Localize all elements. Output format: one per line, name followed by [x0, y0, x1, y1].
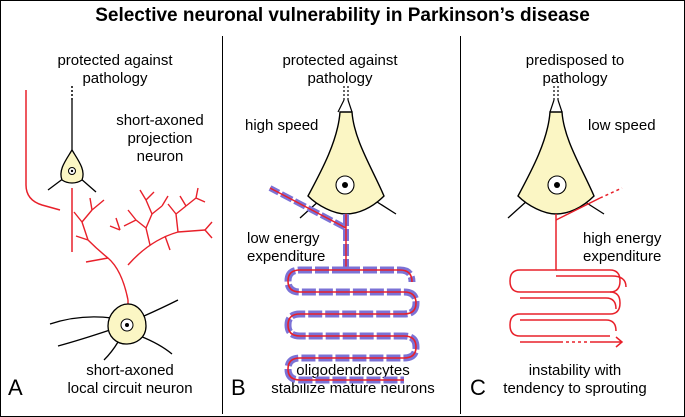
panel-a-local-neuron — [49, 299, 179, 361]
panel-b-bottom-line1: oligodendrocytes — [296, 362, 410, 379]
panel-a-bottom-line1: short-axoned — [86, 362, 174, 379]
panel-b-energy-line2: expenditure — [247, 248, 326, 265]
panel-c-speed-label: low speed — [588, 117, 656, 134]
panel-a-projection-label: short-axoned projection neuron — [95, 112, 225, 166]
panel-c-top-label-line2: pathology — [542, 70, 608, 87]
panel-c-bottom-line2: tendency to sprouting — [503, 380, 647, 397]
panel-b-energy-line1: low energy — [247, 230, 320, 247]
panel-a-top-label-line1: protected against — [57, 52, 173, 69]
panel-a-letter: A — [8, 375, 23, 400]
panel-a-drawing — [25, 86, 213, 361]
panel-c-drawing — [507, 86, 627, 348]
panel-a-local-arbor — [73, 187, 213, 301]
panel-c-bottom-line1: instability with — [528, 362, 622, 379]
panel-c-collateral — [555, 197, 601, 221]
panel-b-bottom-line2: stabilize mature neurons — [271, 380, 435, 397]
panel-c-energy-label: high energy expenditure — [583, 230, 661, 266]
panel-b-bottom-label: oligodendrocytes stabilize mature neuron… — [248, 362, 458, 398]
panel-a-bottom-line2: local circuit neuron — [67, 380, 193, 397]
panel-c-bottom-label: instability with tendency to sprouting — [470, 362, 680, 398]
panel-a-bottom-label: short-axoned local circuit neuron — [35, 362, 225, 398]
panel-divider-2 — [460, 36, 461, 414]
panel-c-energy-line1: high energy — [583, 230, 662, 247]
panel-b-soma — [307, 111, 385, 215]
panel-b-top-label: protected against pathology — [250, 52, 430, 88]
panel-b-letter: B — [231, 375, 246, 400]
panel-b-energy-label: low energy expenditure — [247, 230, 325, 266]
panel-c-top-label: predisposed to pathology — [500, 52, 650, 88]
panel-b-drawing — [268, 86, 420, 384]
panel-c-letter: C — [470, 375, 486, 400]
panel-a-projection-axon — [25, 90, 61, 211]
panel-divider-1 — [222, 36, 223, 414]
panel-a-projection-line1: short-axoned — [116, 112, 204, 129]
panel-b-speed-label: high speed — [245, 117, 319, 134]
panel-c-unmyelinated-axon — [509, 214, 621, 337]
panel-b-top-label-line2: pathology — [307, 70, 373, 87]
panel-a-top-label-line2: pathology — [82, 70, 148, 87]
panel-b-top-label-line1: protected against — [282, 52, 398, 69]
panel-a-projection-line3: neuron — [136, 148, 184, 165]
panel-c-soma — [517, 111, 595, 215]
panel-c-energy-line2: expenditure — [583, 248, 662, 265]
panel-a-top-label: protected against pathology — [30, 52, 200, 88]
figure-title: Selective neuronal vulnerability in Park… — [95, 5, 590, 26]
panel-a-projection-line2: projection — [127, 130, 193, 147]
panel-b-myelinated-axon — [284, 266, 420, 384]
panel-a-projection-soma — [60, 148, 84, 184]
panel-c-top-label-line1: predisposed to — [525, 52, 625, 69]
